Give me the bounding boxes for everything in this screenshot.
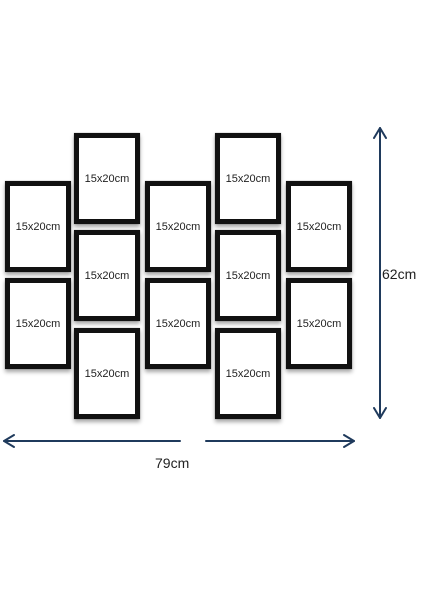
height-dimension-label: 62cm xyxy=(382,266,417,282)
photo-frame: 15x20cm xyxy=(5,181,71,272)
frame-size-label: 15x20cm xyxy=(84,172,130,185)
photo-frame: 15x20cm xyxy=(74,133,140,224)
frame-size-label: 15x20cm xyxy=(15,317,61,330)
photo-frame: 15x20cm xyxy=(74,230,140,321)
width-arrow-right xyxy=(205,434,355,448)
frame-size-label: 15x20cm xyxy=(155,220,201,233)
frame-size-label: 15x20cm xyxy=(225,367,271,380)
frame-size-label: 15x20cm xyxy=(225,172,271,185)
photo-frame: 15x20cm xyxy=(145,278,211,369)
height-arrow xyxy=(373,127,387,419)
frame-size-label: 15x20cm xyxy=(15,220,61,233)
photo-frame: 15x20cm xyxy=(215,328,281,419)
photo-frame: 15x20cm xyxy=(74,328,140,419)
photo-frame: 15x20cm xyxy=(215,133,281,224)
photo-frame: 15x20cm xyxy=(145,181,211,272)
photo-frame: 15x20cm xyxy=(286,181,352,272)
frame-size-label: 15x20cm xyxy=(155,317,201,330)
photo-frame: 15x20cm xyxy=(286,278,352,369)
photo-frame: 15x20cm xyxy=(215,230,281,321)
frame-size-label: 15x20cm xyxy=(296,220,342,233)
frame-size-label: 15x20cm xyxy=(225,269,271,282)
frame-size-label: 15x20cm xyxy=(296,317,342,330)
width-dimension-label: 79cm xyxy=(155,455,190,471)
frame-size-label: 15x20cm xyxy=(84,269,130,282)
photo-frame: 15x20cm xyxy=(5,278,71,369)
width-arrow-left xyxy=(3,434,181,448)
frame-size-label: 15x20cm xyxy=(84,367,130,380)
